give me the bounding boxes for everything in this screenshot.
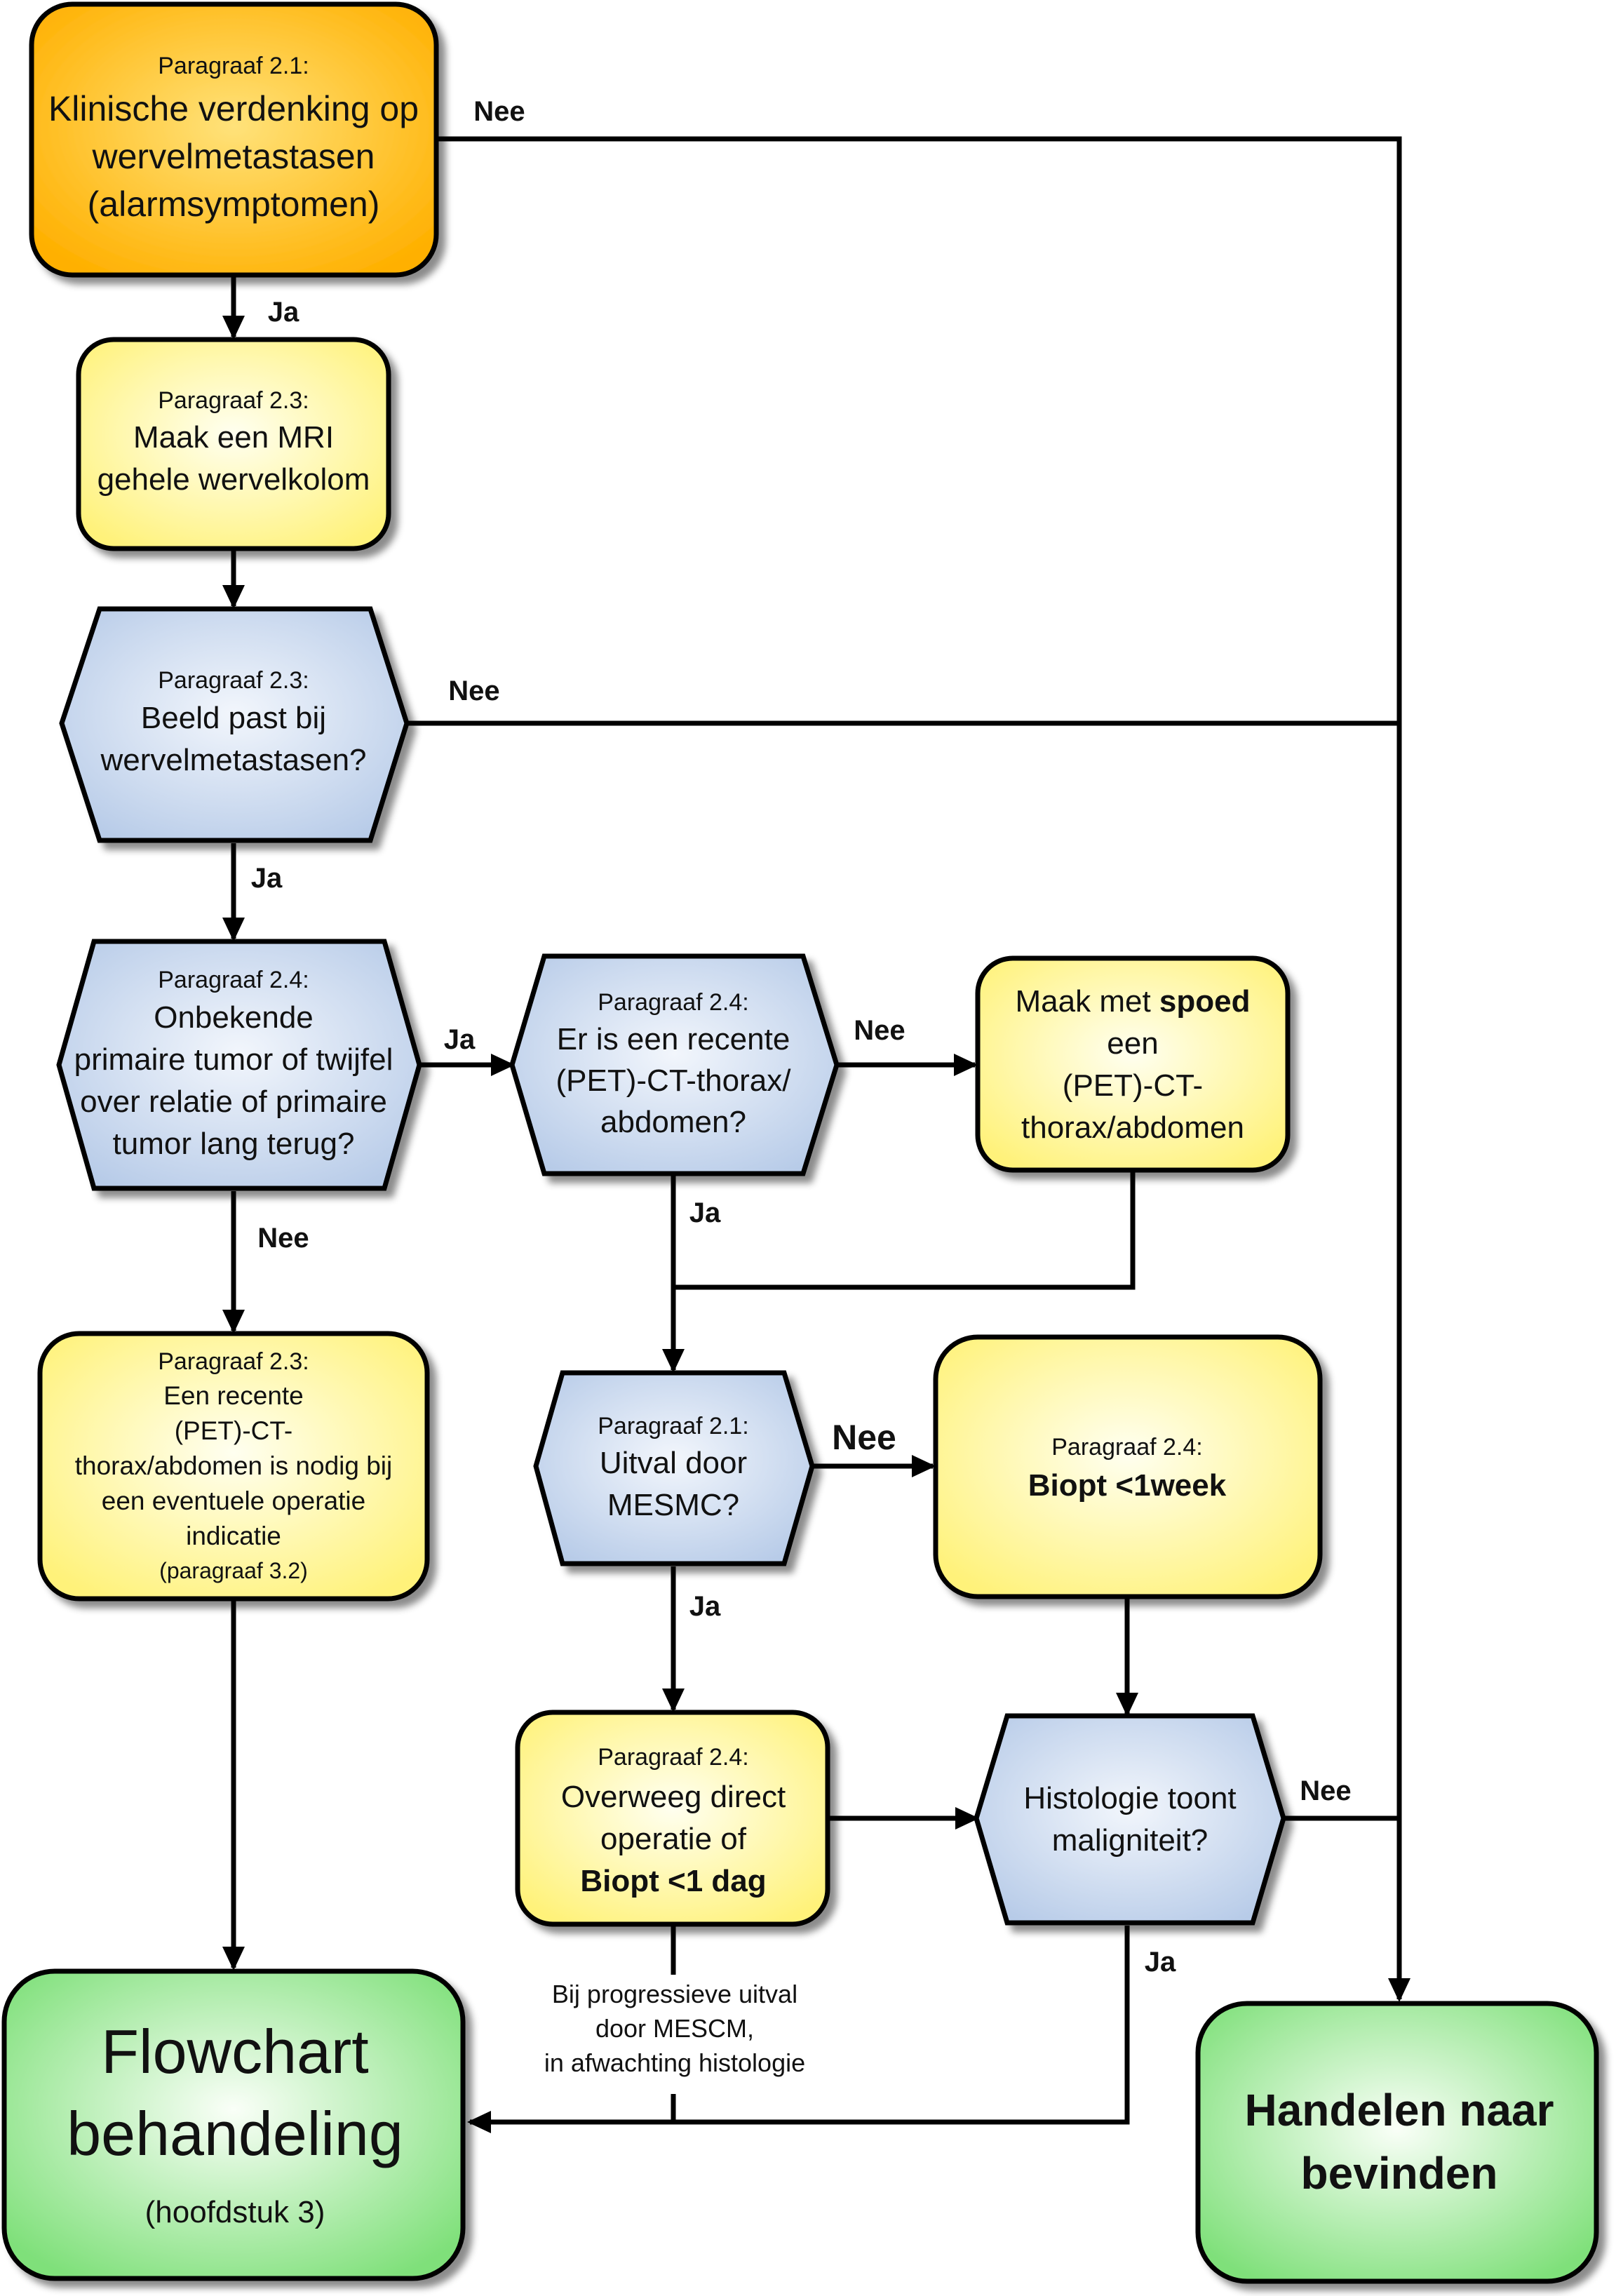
edge-label-nee: Nee — [473, 96, 525, 127]
node-biopt-week-bold: Biopt <1week — [1028, 1468, 1227, 1503]
node-consider-operation-shape — [515, 1710, 830, 1927]
node-clinical-suspicion-para: Paragraaf 2.1: — [158, 53, 309, 79]
node-recent-ct-line: abdomen? — [600, 1105, 746, 1139]
annotation-progressive-failure: Bij progressieve uitval door MESCM, in a… — [544, 1980, 805, 2077]
connector-n1-nee — [438, 136, 1410, 2002]
node-image-fits-shape — [59, 606, 410, 843]
node-ct-needed-line: een eventuele operatie — [102, 1486, 365, 1515]
node-recent-ct: Paragraaf 2.4: Er is een recente (PET)-C… — [509, 953, 840, 1176]
node-consider-operation-line: Overweeg direct — [561, 1780, 786, 1814]
node-mesmc-line: MESMC? — [607, 1488, 739, 1522]
edge-label-ja: Ja — [251, 863, 283, 894]
node-histology-line: maligniteit? — [1052, 1823, 1208, 1858]
node-consider-operation-line: operatie of — [600, 1822, 747, 1856]
node-image-fits-line: wervelmetastasen? — [100, 743, 366, 777]
node-act-accordingly-shape — [1195, 2001, 1599, 2284]
edge-label-nee: Nee — [832, 1418, 896, 1457]
node-histology: Histologie toont maligniteit? — [974, 1713, 1286, 1926]
node-image-fits-para: Paragraaf 2.3: — [158, 667, 309, 694]
node-unknown-primary-line: Onbekende — [154, 1000, 314, 1035]
node-image-fits: Paragraaf 2.3: Beeld past bij wervelmeta… — [59, 606, 410, 843]
node-mesmc: Paragraaf 2.1: Uitval door MESMC? — [533, 1370, 815, 1566]
node-urgent-ct-shape — [975, 955, 1291, 1173]
node-mri-para: Paragraaf 2.3: — [158, 387, 309, 414]
node-ct-needed-line: (PET)-CT- — [175, 1416, 293, 1445]
node-mesmc-shape — [533, 1370, 815, 1566]
node-clinical-suspicion-shape — [29, 1, 439, 278]
annotation-line: door MESCM, — [595, 2014, 754, 2043]
node-unknown-primary-line: tumor lang terug? — [113, 1127, 355, 1161]
node-flowchart-treatment-line: Flowchart — [101, 2017, 368, 2086]
node-clinical-suspicion: Paragraaf 2.1: Klinische verdenking op w… — [29, 1, 439, 278]
node-mri-line: gehele wervelkolom — [97, 462, 370, 497]
annotation-line: in afwachting histologie — [544, 2048, 805, 2077]
node-unknown-primary-para: Paragraaf 2.4: — [158, 967, 309, 993]
node-unknown-primary-line: primaire tumor of twijfel — [74, 1042, 393, 1077]
connectors — [222, 136, 1410, 2133]
node-consider-operation-para: Paragraaf 2.4: — [598, 1744, 748, 1771]
node-mesmc-line: Uitval door — [600, 1446, 747, 1480]
node-ct-needed-line: thorax/abdomen is nodig bij — [75, 1451, 393, 1480]
edge-label-ja: Ja — [268, 297, 299, 328]
node-recent-ct-line: (PET)-CT-thorax/ — [556, 1063, 792, 1098]
edge-label-nee: Nee — [854, 1015, 905, 1046]
node-histology-shape — [974, 1713, 1286, 1926]
node-biopt-week-shape — [933, 1334, 1323, 1599]
node-clinical-suspicion-line: Klinische verdenking op — [48, 89, 419, 128]
node-flowchart-treatment: Flowchart behandeling (hoofdstuk 3) — [1, 1968, 466, 2281]
node-image-fits-line: Beeld past bij — [141, 701, 326, 735]
node-clinical-suspicion-line: (alarmsymptomen) — [88, 184, 380, 224]
node-act-accordingly: Handelen naar bevinden — [1195, 2001, 1599, 2284]
node-recent-ct-line: Er is een recente — [557, 1022, 790, 1056]
edge-label-nee: Nee — [257, 1223, 309, 1254]
node-act-accordingly-line: Handelen naar — [1244, 2085, 1554, 2135]
node-clinical-suspicion-line: wervelmetastasen — [92, 137, 375, 176]
node-unknown-primary-line: over relatie of primaire — [80, 1085, 387, 1119]
node-ct-needed: Paragraaf 2.3: Een recente (PET)-CT- tho… — [37, 1331, 430, 1602]
node-histology-line: Histologie toont — [1023, 1781, 1236, 1815]
edge-label-ja: Ja — [689, 1197, 721, 1228]
node-urgent-ct: Maak met spoed een (PET)-CT- thorax/abdo… — [975, 955, 1291, 1173]
connector-n11-n12 — [467, 1926, 1130, 2133]
node-ct-needed-line: indicatie — [186, 1522, 281, 1550]
node-ct-needed-shape — [37, 1331, 430, 1602]
node-act-accordingly-line: bevinden — [1301, 2148, 1498, 2198]
edge-label-nee: Nee — [1300, 1775, 1351, 1806]
edge-label-ja: Ja — [1145, 1947, 1176, 1978]
node-urgent-ct-pre: Maak met — [1016, 984, 1159, 1019]
node-unknown-primary-shape — [56, 939, 422, 1191]
edge-label-nee: Nee — [448, 676, 499, 706]
node-urgent-ct-line: een — [1107, 1026, 1158, 1061]
node-recent-ct-para: Paragraaf 2.4: — [598, 989, 748, 1016]
node-recent-ct-shape — [509, 953, 840, 1176]
node-mri-shape — [76, 337, 391, 551]
connector-n6-join — [673, 1172, 1136, 1290]
node-mri-line: Maak een MRI — [133, 420, 334, 455]
node-ct-needed-note: (paragraaf 3.2) — [159, 1558, 308, 1583]
node-consider-operation: Paragraaf 2.4: Overweeg direct operatie … — [515, 1710, 830, 1927]
edge-labels: Nee Ja Nee Ja Ja Nee Nee Ja Nee Ja Nee J… — [251, 96, 1352, 1978]
node-mesmc-para: Paragraaf 2.1: — [598, 1413, 748, 1439]
node-ct-needed-line: Een recente — [163, 1381, 304, 1410]
edge-label-ja: Ja — [444, 1024, 476, 1055]
node-mri: Paragraaf 2.3: Maak een MRI gehele werve… — [76, 337, 391, 551]
node-flowchart-treatment-line: behandeling — [67, 2099, 403, 2168]
node-urgent-ct-bold: spoed — [1159, 984, 1251, 1019]
node-urgent-ct-line: Maak met spoed — [1016, 984, 1251, 1019]
node-flowchart-treatment-note: (hoofdstuk 3) — [145, 2195, 325, 2229]
node-flowchart-treatment-shape — [1, 1968, 466, 2281]
edge-label-ja: Ja — [689, 1591, 721, 1622]
node-consider-operation-bold: Biopt <1 dag — [580, 1864, 766, 1898]
node-unknown-primary: Paragraaf 2.4: Onbekende primaire tumor … — [56, 939, 422, 1191]
node-urgent-ct-line: (PET)-CT- — [1063, 1068, 1203, 1103]
annotation-line: Bij progressieve uitval — [552, 1980, 797, 2008]
node-ct-needed-para: Paragraaf 2.3: — [158, 1348, 309, 1375]
node-biopt-week-para: Paragraaf 2.4: — [1051, 1434, 1202, 1461]
node-urgent-ct-line: thorax/abdomen — [1021, 1110, 1244, 1145]
node-biopt-week: Paragraaf 2.4: Biopt <1week — [933, 1334, 1323, 1599]
